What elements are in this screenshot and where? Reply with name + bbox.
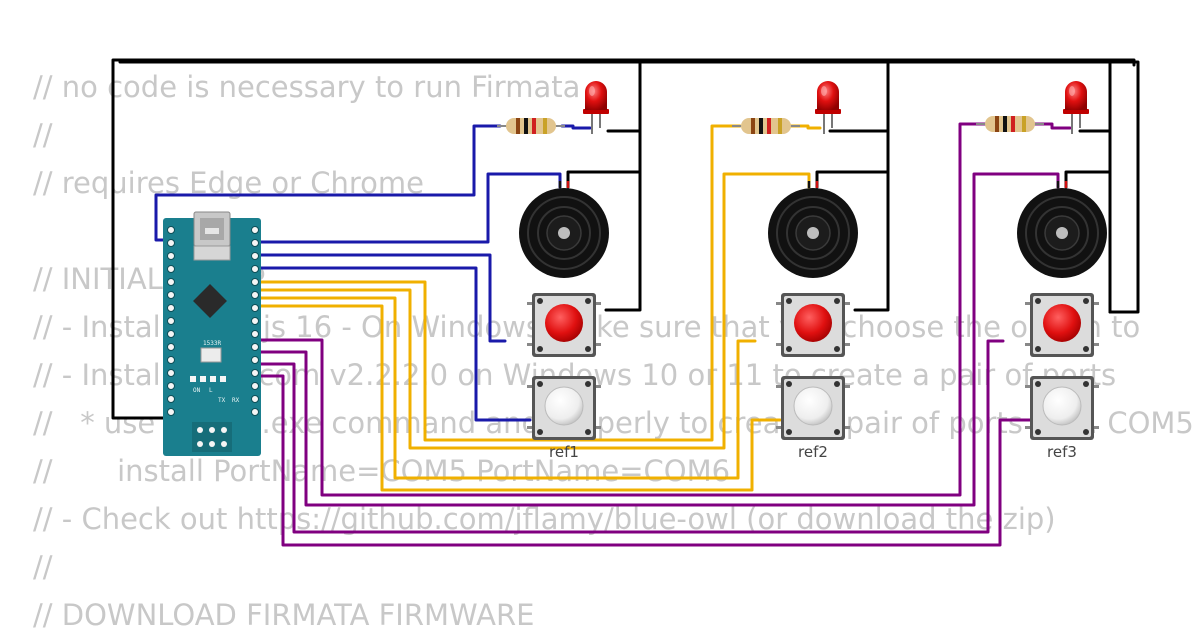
buzzer-2 [766,179,860,280]
group2-wires [256,124,822,492]
led-label-on: ON [193,387,201,394]
code-line: // install PortName=COM5 PortName=COM6 [33,454,731,488]
resistor-2 [731,117,801,135]
buzzer-3 [1015,179,1109,280]
led-1 [582,80,610,135]
ref-label-2: ref2 [798,443,828,461]
led-label-tx: TX [218,397,226,404]
led-label-l: L [209,387,213,394]
chip-label: 1533R [203,340,221,347]
white-pushbutton-3 [1025,376,1099,440]
red-pushbutton-2 [776,293,850,357]
code-line: // no code is necessary to run Firmata [33,70,581,104]
red-pushbutton-3 [1025,293,1099,357]
led-2 [814,80,842,135]
led-label-rx: RX [232,397,240,404]
resistor-3 [975,115,1045,133]
code-line: // [33,118,53,152]
resistor-1 [496,117,566,135]
code-line: // [33,550,53,584]
buzzer-1 [517,179,611,280]
led-3 [1062,80,1090,135]
white-pushbutton-2 [776,376,850,440]
code-line: // - Check out https://github.com/jflamy… [33,502,1056,536]
white-pushbutton-1 [527,376,601,440]
code-line: // * use setupc.exe command and properly… [33,406,1200,440]
group3-wires [256,122,1072,547]
group1-wires [154,124,592,422]
ref-label-1: ref1 [549,443,579,461]
arduino-nano-board: 1533R ON L TX RX [163,211,261,456]
red-pushbutton-1 [527,293,601,357]
code-line: // DOWNLOAD FIRMATA FIRMWARE [33,598,535,632]
ref-label-3: ref3 [1047,443,1077,461]
